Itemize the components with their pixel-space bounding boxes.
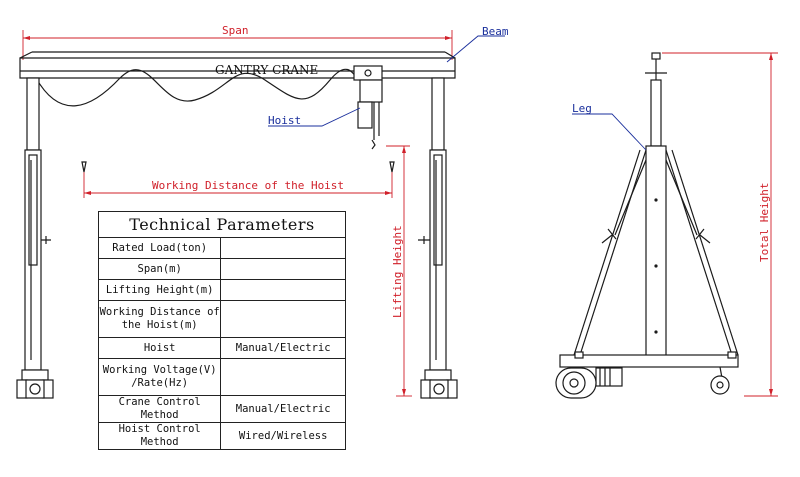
param-name: Lifting Height(m) xyxy=(97,279,222,301)
param-value xyxy=(220,237,346,259)
param-name: Working Voltage(V) /Rate(Hz) xyxy=(97,358,222,396)
hoist-label: Hoist xyxy=(268,114,301,127)
param-name: Crane Control Method xyxy=(97,395,222,423)
param-name: Working Distance of the Hoist(m) xyxy=(97,300,222,338)
lifting-height-dimension xyxy=(386,145,412,397)
table-row: Hoist Manual/Electric xyxy=(97,337,346,359)
hoist xyxy=(353,65,383,150)
table-row: Span(m) xyxy=(97,258,346,280)
beam-leader xyxy=(446,35,505,63)
param-value xyxy=(220,258,346,280)
param-value xyxy=(220,279,346,301)
total-height-dimension xyxy=(662,52,778,397)
table-row: Crane Control Method Manual/Electric xyxy=(97,395,346,423)
table-row: Hoist Control Method Wired/Wireless xyxy=(97,422,346,450)
param-name: Hoist xyxy=(97,337,222,359)
right-leg xyxy=(418,77,458,399)
table-row: Lifting Height(m) xyxy=(97,279,346,301)
technical-parameters-table: Technical Parameters Rated Load(ton) Spa… xyxy=(97,211,346,450)
beam-label: Beam xyxy=(482,25,509,38)
side-view: Leg Total Height xyxy=(555,52,778,399)
param-value xyxy=(220,300,346,338)
param-value xyxy=(220,358,346,396)
param-value: Wired/Wireless xyxy=(220,422,346,450)
crane-name-label: GANTRY CRANE xyxy=(215,63,318,77)
base-frame xyxy=(559,354,739,368)
left-leg xyxy=(16,77,54,399)
total-height-label: Total Height xyxy=(758,183,771,262)
front-view: Span GANTRY CRANE Beam Hoist xyxy=(16,24,509,399)
a-frame-legs xyxy=(573,149,739,356)
param-value: Manual/Electric xyxy=(220,395,346,423)
lifting-height-label: Lifting Height xyxy=(391,225,404,318)
span-label: Span xyxy=(222,24,249,37)
table-row: Rated Load(ton) xyxy=(97,237,346,259)
power-cable xyxy=(35,68,359,107)
param-name: Hoist Control Method xyxy=(97,422,222,450)
caster-wheel xyxy=(710,366,730,395)
inner-mast xyxy=(650,79,662,147)
hoist-leader xyxy=(268,107,361,127)
span-dimension xyxy=(22,30,453,60)
table-row: Working Distance of the Hoist(m) xyxy=(97,300,346,338)
working-distance-label: Working Distance of the Hoist xyxy=(152,179,344,192)
table-row: Working Voltage(V) /Rate(Hz) xyxy=(97,358,346,396)
leg-leader xyxy=(572,113,647,151)
param-name: Span(m) xyxy=(97,258,222,280)
param-value: Manual/Electric xyxy=(220,337,346,359)
leg-label: Leg xyxy=(572,102,592,115)
outer-mast xyxy=(645,145,667,363)
param-name: Rated Load(ton) xyxy=(97,237,222,259)
table-title: Technical Parameters xyxy=(98,211,346,238)
drive-motor xyxy=(595,367,623,387)
top-cap xyxy=(651,52,661,60)
drive-wheel xyxy=(555,367,597,399)
working-distance-dimension xyxy=(81,161,395,198)
